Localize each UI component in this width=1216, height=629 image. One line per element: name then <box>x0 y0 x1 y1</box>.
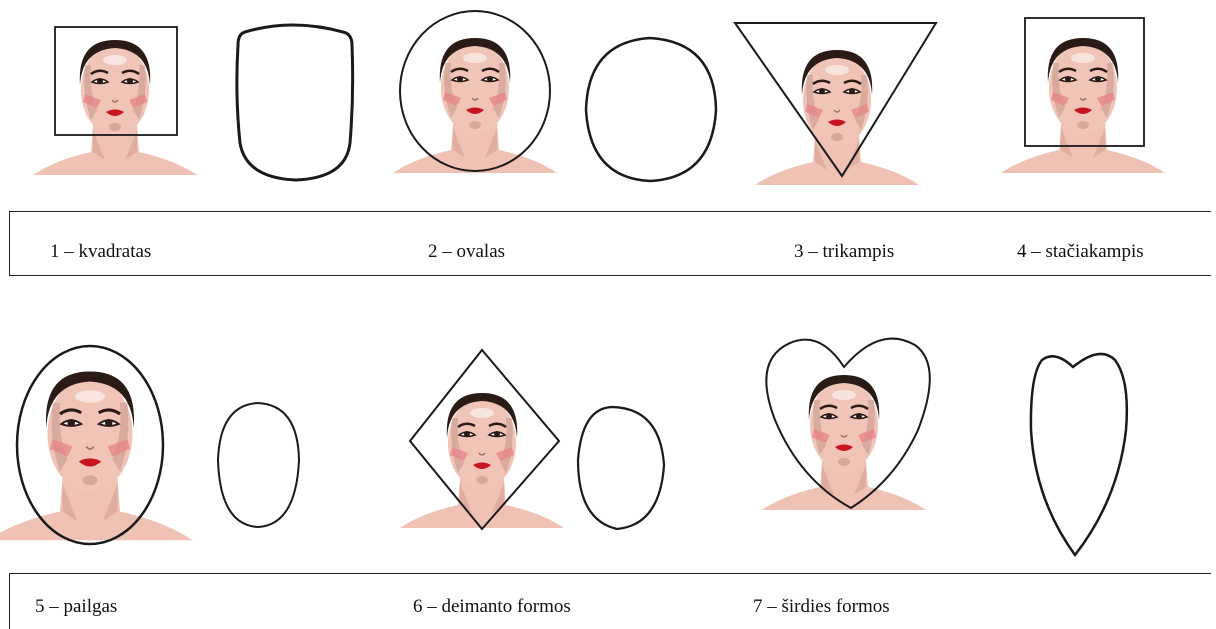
outline-square <box>237 25 353 180</box>
label-oblong: 5 – pailgas <box>35 596 117 618</box>
label-square: 1 – kvadratas <box>50 241 151 263</box>
face-triangle <box>735 23 936 185</box>
face-oval <box>393 11 557 173</box>
outline-oblong <box>218 403 299 527</box>
caption-row-1: 1 – kvadratas 2 – ovalas 3 – trikampis 4… <box>9 211 1211 276</box>
face-heart <box>762 339 930 510</box>
caption-row-2: 5 – pailgas 6 – deimanto formos 7 – šird… <box>9 573 1211 629</box>
face-rectangle <box>1001 18 1165 173</box>
outline-oval <box>586 38 716 181</box>
outline-heart <box>1031 354 1127 555</box>
face-diamond <box>400 350 564 529</box>
label-rectangle: 4 – stačiakampis <box>1017 241 1144 263</box>
label-heart: 7 – širdies formos <box>753 596 890 618</box>
face-square <box>33 27 197 175</box>
label-diamond: 6 – deimanto formos <box>413 596 571 618</box>
label-triangle: 3 – trikampis <box>794 241 894 263</box>
label-oval: 2 – ovalas <box>428 241 505 263</box>
outline-diamond <box>578 407 664 529</box>
face-oblong <box>0 346 193 544</box>
